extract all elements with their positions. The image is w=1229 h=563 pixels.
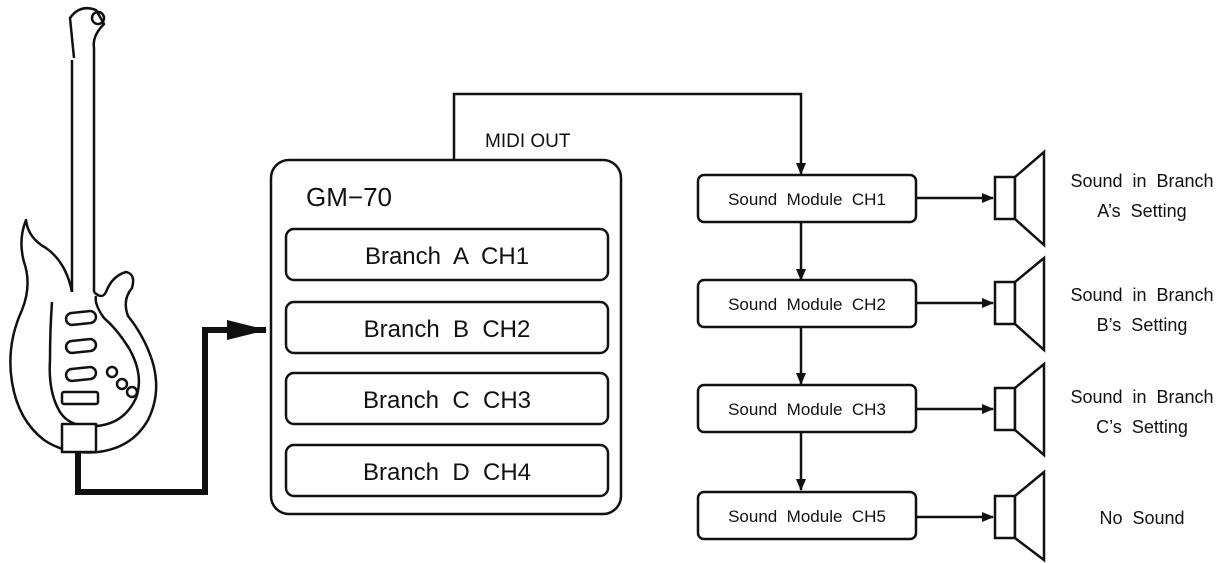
branch-box [284, 443, 610, 498]
branch-label: Branch B CH2 [364, 316, 531, 343]
sound-module: Sound Module CH5 [696, 490, 918, 541]
result-line: A’s Setting [1097, 201, 1186, 221]
result-line: Sound in Branch [1070, 285, 1213, 305]
sound-module: Sound Module CH3 [696, 383, 918, 434]
sound-module: Sound Module CH2 [696, 278, 918, 329]
module-label: Sound Module CH3 [728, 400, 886, 419]
sound-module: Sound Module CH1 [696, 173, 918, 224]
midi-out-label: MIDI OUT [485, 131, 571, 152]
result-line: Sound in Branch [1070, 171, 1213, 191]
branch-label: Branch C CH3 [363, 387, 531, 414]
branch-box [284, 371, 610, 426]
speaker-icon [993, 149, 1046, 248]
result-line: No Sound [1099, 508, 1184, 528]
speaker-icon [993, 255, 1046, 353]
unit-name: GM−70 [306, 182, 392, 212]
module-label: Sound Module CH1 [728, 190, 886, 209]
gm70-unit: GM−70 Branch A CH1 Branch B CH2 Branch C… [269, 158, 623, 516]
branch-label: Branch D CH4 [363, 459, 531, 486]
branch-box [284, 300, 610, 355]
guitar-cable [75, 320, 267, 495]
speaker-icon [993, 361, 1046, 458]
speaker-icon [993, 469, 1046, 563]
result-line: C’s Setting [1096, 417, 1188, 437]
midi-out-cable [452, 92, 806, 175]
guitar-icon [9, 7, 158, 454]
module-label: Sound Module CH2 [728, 295, 886, 314]
module-label: Sound Module CH5 [728, 507, 886, 526]
result-line: Sound in Branch [1070, 387, 1213, 407]
result-line: B’s Setting [1097, 315, 1188, 335]
branch-box [284, 227, 610, 282]
branch-label: Branch A CH1 [365, 243, 529, 270]
